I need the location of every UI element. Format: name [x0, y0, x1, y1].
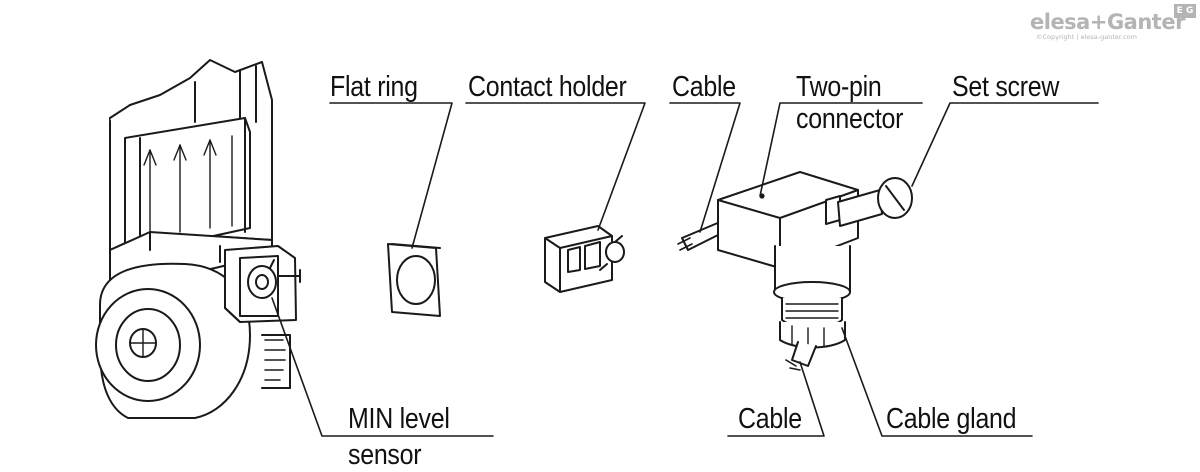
label-min-level-line1: MIN level: [348, 403, 450, 435]
two-pin-connector-part: [677, 171, 859, 371]
logo-copyright: ©Copyright | elesa-ganter.com: [1036, 33, 1137, 41]
logo-brand-text: elesa+Ganter: [1030, 10, 1185, 34]
level-indicator-body: [95, 59, 301, 419]
label-set-screw: Set screw: [952, 71, 1060, 103]
contact-holder-part: [544, 225, 625, 293]
label-two-pin-line1: Two-pin: [796, 71, 882, 103]
brand-logo: elesa+Ganter ©Copyright | elesa-ganter.c…: [1030, 2, 1198, 46]
label-min-level-line2: sensor: [348, 439, 422, 471]
label-cable-gland: Cable gland: [886, 403, 1017, 435]
label-flat-ring: Flat ring: [330, 71, 418, 103]
logo-badge: E G: [1174, 4, 1196, 18]
label-contact-holder: Contact holder: [468, 71, 627, 103]
leader-lines: [271, 102, 1099, 437]
flat-ring-part: [387, 243, 441, 317]
label-cable-bottom: Cable: [738, 403, 802, 435]
set-screw-part: [837, 177, 913, 227]
label-cable-top: Cable: [672, 71, 736, 103]
label-two-pin-line2: connector: [796, 103, 904, 135]
